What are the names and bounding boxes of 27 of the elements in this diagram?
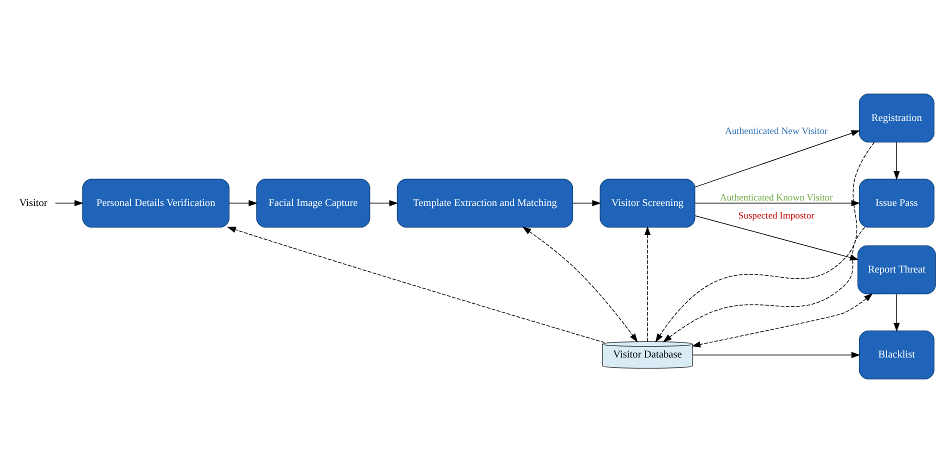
arrow	[370, 200, 398, 206]
arrow	[228, 200, 258, 206]
node-box: Facial Image Capture	[256, 178, 370, 228]
node-box: Template Extraction and Matching	[396, 178, 574, 228]
edge-label: Suspected Impostor	[738, 210, 814, 222]
edge-label: Authenticated Known Visitor	[720, 192, 833, 204]
node-box: Registration	[858, 94, 934, 142]
arrow	[894, 294, 900, 332]
arrow	[662, 226, 866, 342]
edge-label: Authenticated New Visitor	[724, 126, 828, 137]
arrow	[572, 200, 602, 206]
arrow	[655, 142, 875, 343]
arrow	[226, 226, 605, 343]
arrow	[894, 142, 900, 180]
arrow	[692, 352, 860, 358]
node-box: Report Threat	[857, 245, 936, 294]
arrow	[55, 200, 84, 206]
node-box: Personal Details Verification	[82, 178, 230, 228]
arrow	[522, 226, 638, 342]
arrow	[644, 226, 651, 342]
node-box: Visitor Screening	[600, 178, 696, 228]
node-text: Visitor	[19, 198, 48, 209]
node-box: Blacklist	[858, 330, 934, 380]
arrow	[694, 130, 860, 188]
arrow	[694, 215, 859, 261]
node-box: Issue Pass	[858, 178, 934, 228]
arrow	[692, 293, 873, 348]
